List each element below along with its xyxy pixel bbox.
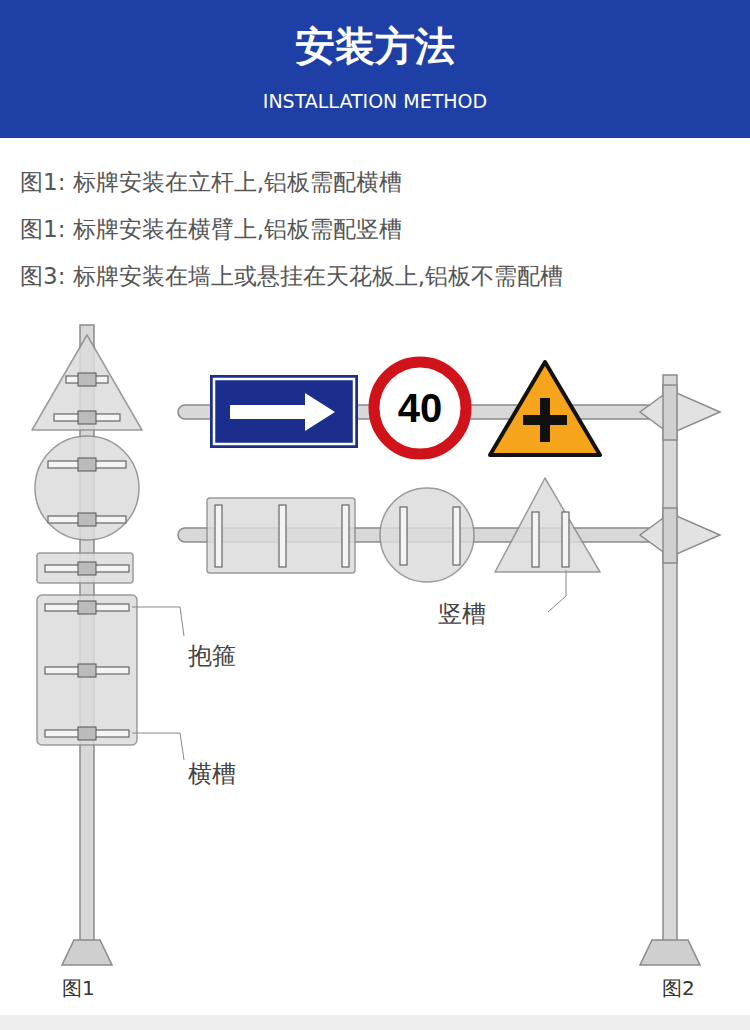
note-line: 图1: 标牌安装在横臂上,铝板需配竖槽	[20, 216, 402, 244]
part-label: 抱箍	[188, 642, 236, 671]
page-title: 安装方法	[295, 22, 455, 70]
subtitle: INSTALLATION METHOD	[263, 90, 487, 113]
note-line: 图1: 标牌安装在立杆上,铝板需配横槽	[20, 169, 402, 197]
footer-band	[0, 1015, 750, 1030]
speed-limit-sign: 40	[385, 380, 455, 436]
figure-label: 图2	[662, 976, 695, 1000]
sign-number: 40	[398, 388, 443, 428]
figure-label: 图1	[62, 976, 95, 1000]
header-band	[0, 0, 750, 138]
top-signs	[210, 362, 600, 455]
part-label: 竖槽	[438, 600, 486, 629]
note-line: 图3: 标牌安装在墙上或悬挂在天花板上,铝板不需配槽	[20, 263, 563, 291]
part-label: 横槽	[188, 760, 236, 789]
figure-1	[32, 325, 184, 965]
figure-2	[178, 375, 720, 965]
